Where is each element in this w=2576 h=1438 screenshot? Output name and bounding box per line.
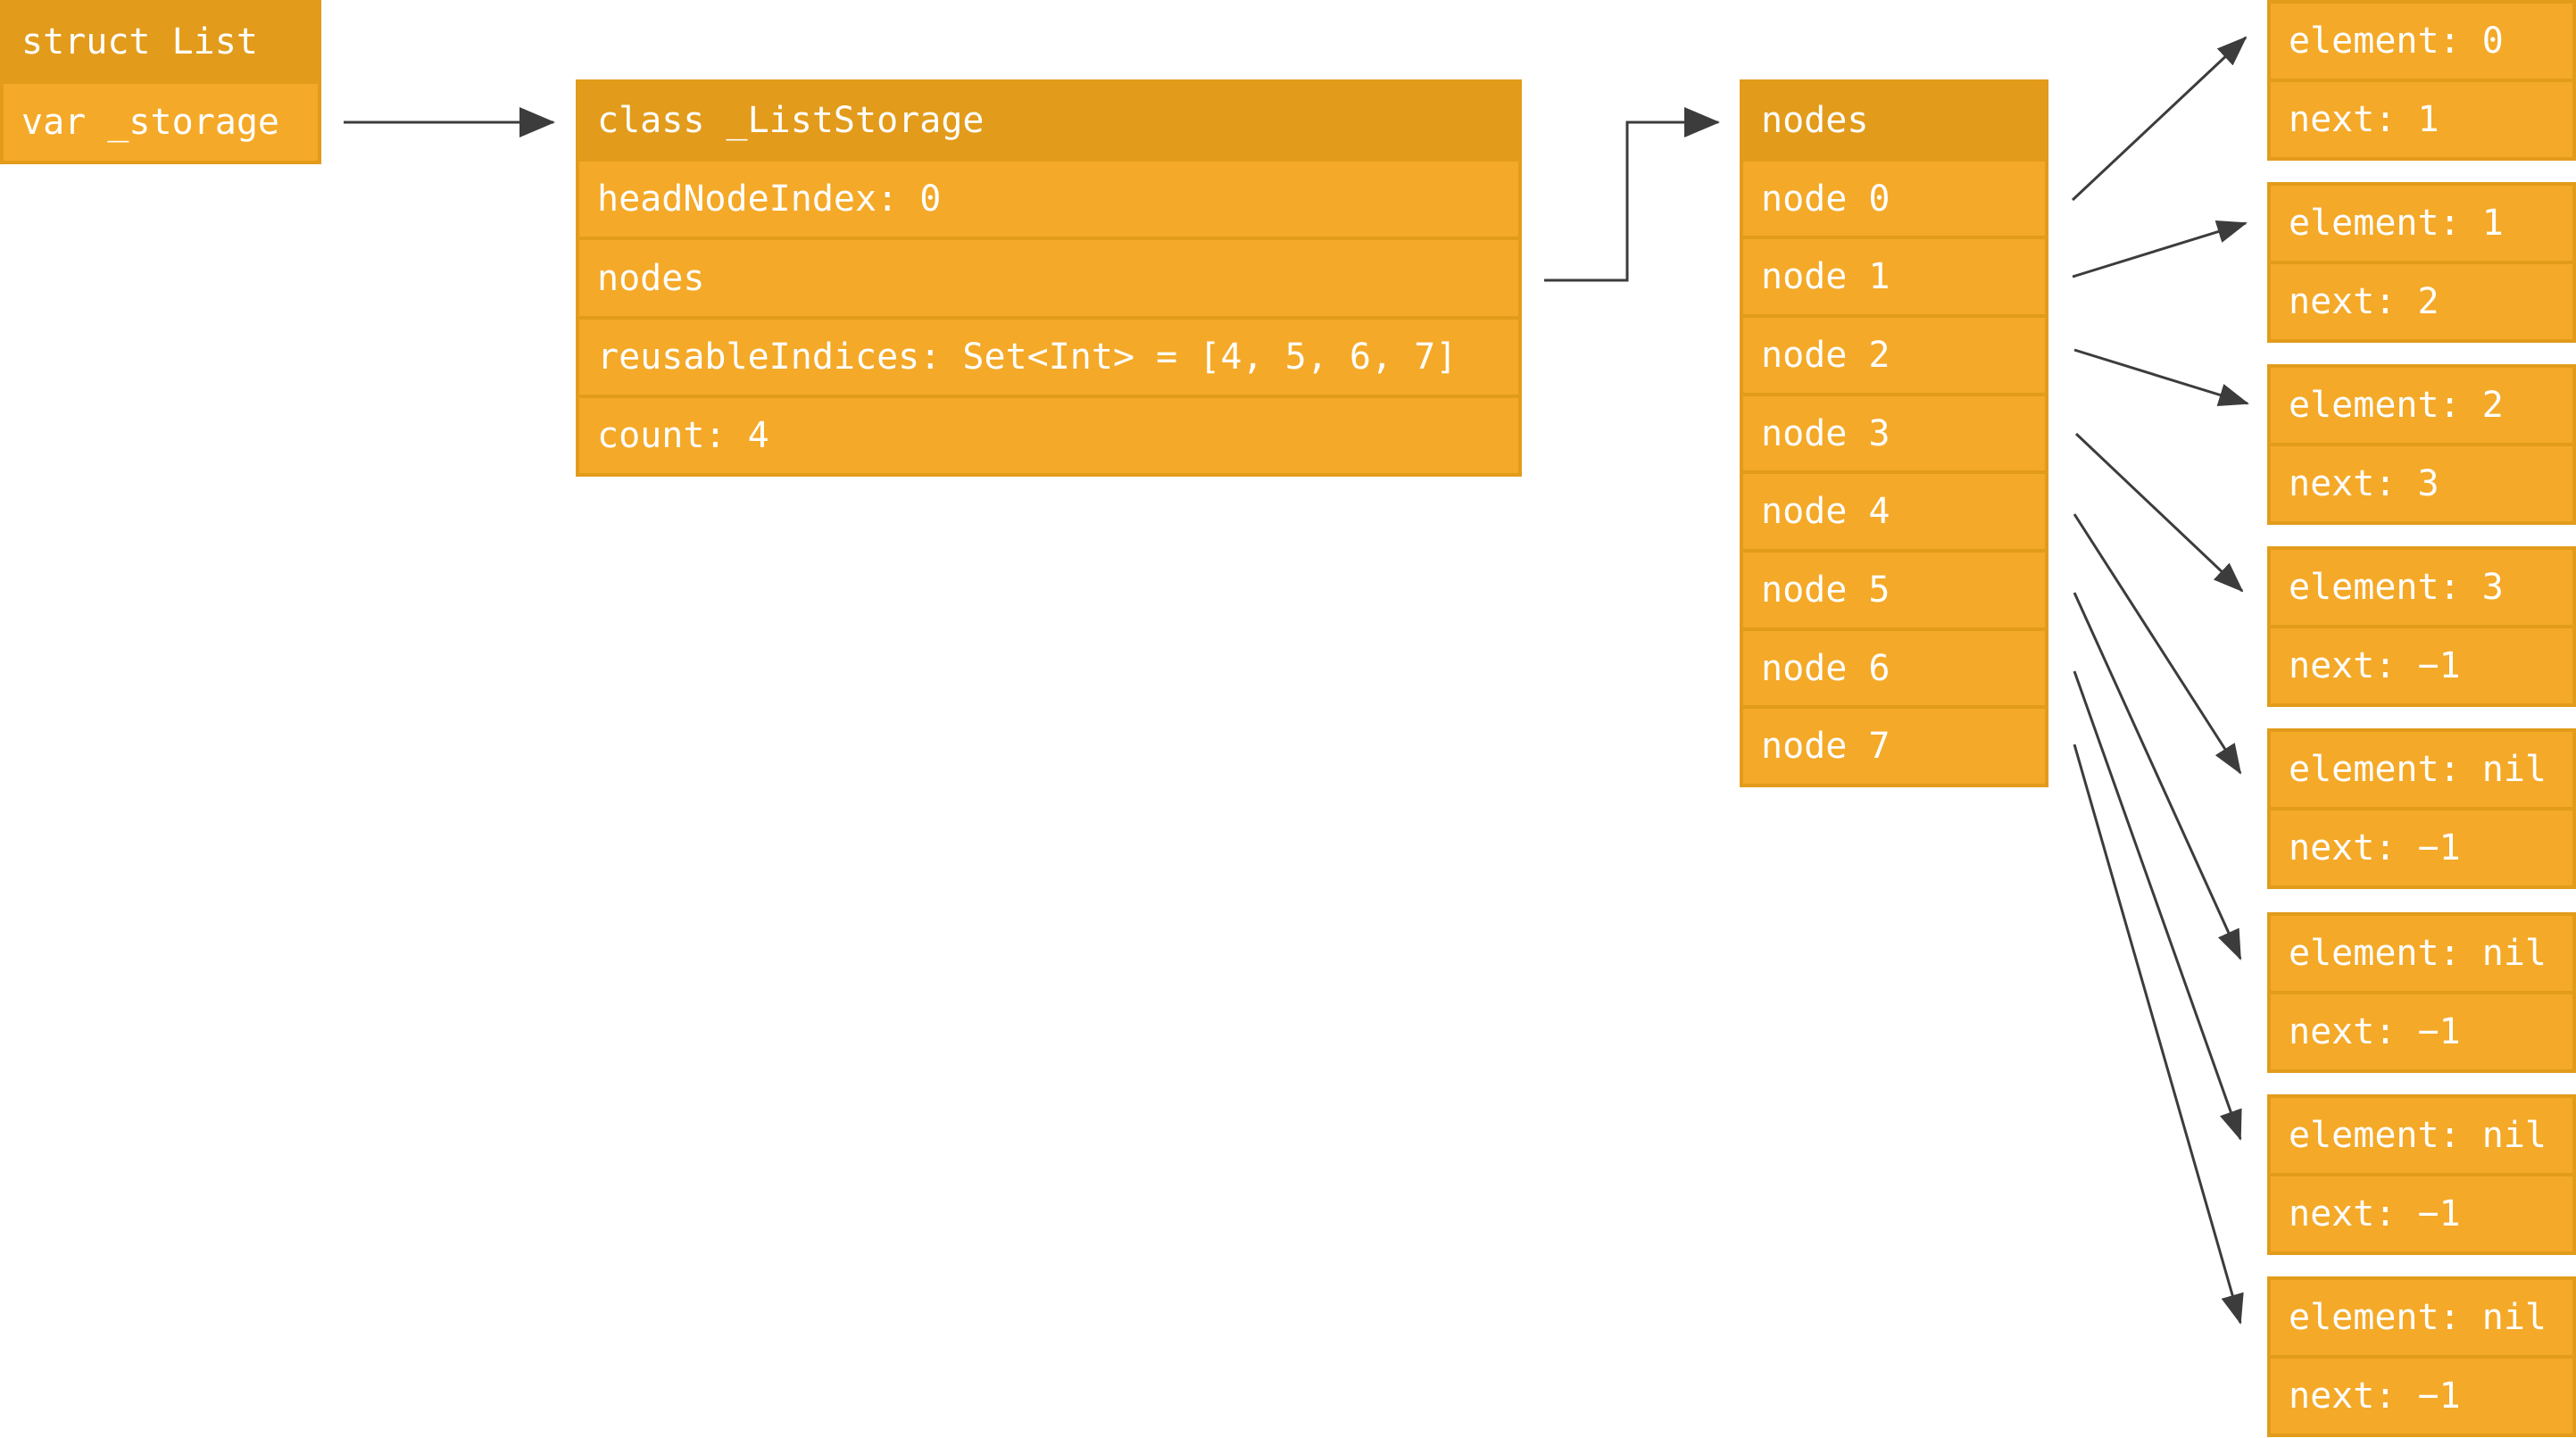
node-record-2: element: 2 next: 3 xyxy=(2267,364,2576,525)
node-record-7: element: nil next: −1 xyxy=(2267,1276,2576,1437)
node-element-field: element: 3 xyxy=(2271,550,2572,625)
struct-list-storage-field: var _storage xyxy=(4,84,318,161)
nodes-array-item: node 2 xyxy=(1743,318,2045,393)
node-record-4: element: nil next: −1 xyxy=(2267,728,2576,889)
node-next-field: next: −1 xyxy=(2271,994,2572,1069)
node-pointer-arrow xyxy=(2073,513,2242,775)
node-next-field: next: 3 xyxy=(2271,446,2572,521)
node-pointer-arrow xyxy=(2073,592,2242,960)
node-element-field: element: nil xyxy=(2271,1098,2572,1173)
nodes-array-item: node 5 xyxy=(1743,553,2045,628)
node-element-field: element: 0 xyxy=(2271,4,2572,79)
list-storage-title: class _ListStorage xyxy=(579,83,1518,159)
nodes-array-item: node 6 xyxy=(1743,630,2045,706)
nodes-array-title: nodes xyxy=(1743,83,2045,158)
nodes-array-item: node 3 xyxy=(1743,395,2045,471)
node-pointer-arrow xyxy=(2074,432,2244,593)
nodes-arrow xyxy=(1544,107,1720,282)
nodes-array-item: node 4 xyxy=(1743,474,2045,550)
list-storage-box: class _ListStorage headNodeIndex: 0 node… xyxy=(576,79,1522,477)
nodes-array-item: node 7 xyxy=(1743,709,2045,785)
struct-list-title: struct List xyxy=(4,4,318,80)
node-next-field: next: 1 xyxy=(2271,82,2572,157)
struct-list-box: struct List var _storage xyxy=(0,0,321,164)
node-element-field: element: 1 xyxy=(2271,186,2572,261)
node-record-5: element: nil next: −1 xyxy=(2267,912,2576,1073)
nodes-array-box: nodes node 0 node 1 node 2 node 3 node 4… xyxy=(1740,79,2048,787)
head-node-index-field: headNodeIndex: 0 xyxy=(579,162,1518,237)
node-record-3: element: 3 next: −1 xyxy=(2267,546,2576,707)
node-next-field: next: −1 xyxy=(2271,1359,2572,1434)
node-element-field: element: 2 xyxy=(2271,368,2572,443)
count-field: count: 4 xyxy=(579,397,1518,474)
node-pointer-arrow xyxy=(2073,744,2244,1325)
node-next-field: next: −1 xyxy=(2271,628,2572,703)
node-next-field: next: −1 xyxy=(2271,1176,2572,1251)
node-element-field: element: nil xyxy=(2271,1280,2572,1355)
nodes-array-item: node 1 xyxy=(1743,239,2045,315)
node-record-0: element: 0 next: 1 xyxy=(2267,0,2576,161)
node-next-field: next: 2 xyxy=(2271,264,2572,339)
node-element-field: element: nil xyxy=(2271,732,2572,807)
node-next-field: next: −1 xyxy=(2271,810,2572,885)
nodes-field: nodes xyxy=(579,240,1518,316)
node-record-6: element: nil next: −1 xyxy=(2267,1094,2576,1255)
node-element-field: element: nil xyxy=(2271,916,2572,991)
node-pointer-arrow xyxy=(2073,670,2242,1141)
node-pointer-arrow xyxy=(2071,36,2248,202)
nodes-array-item: node 0 xyxy=(1743,161,2045,237)
node-record-1: element: 1 next: 2 xyxy=(2267,182,2576,343)
reusable-indices-field: reusableIndices: Set<Int> = [4, 5, 6, 7] xyxy=(579,319,1518,395)
node-pointer-arrow xyxy=(2072,220,2248,278)
node-pointer-arrow xyxy=(2073,348,2249,406)
